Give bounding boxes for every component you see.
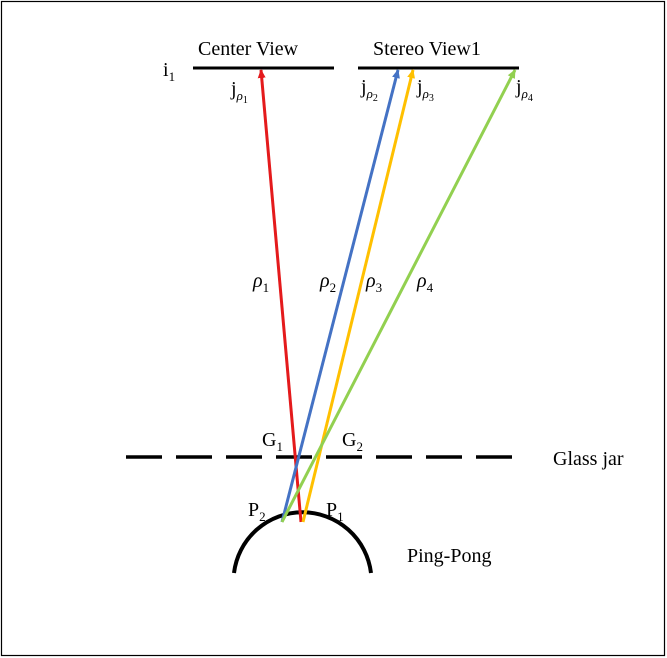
g2-label: G2 [342,429,363,454]
stereo-view-label: Stereo View1 [373,38,481,60]
glass-jar-label: Glass jar [553,448,624,470]
rho4-label: ρ4 [416,270,434,295]
center-view-label: Center View [198,38,299,60]
p1-label: P1 [326,499,344,524]
j-rho4-label: jρ4 [515,76,533,104]
j-rho3-label: jρ3 [416,76,434,104]
ray-rho1 [257,69,303,523]
rho3-label: ρ3 [365,270,382,295]
rho2-label: ρ2 [319,270,336,295]
ray-rho4 [280,69,517,523]
g1-label: G1 [262,429,283,454]
ray-rho2 [280,69,400,523]
rho1-label: ρ1 [252,270,269,295]
ping-pong-ball [232,510,373,574]
p2-label: P2 [248,499,266,524]
i1-label: i1 [163,59,175,84]
ray-rho3 [301,69,415,523]
ping-pong-label: Ping-Pong [407,545,491,567]
j-rho1-label: jρ1 [230,78,248,106]
j-rho2-label: jρ2 [360,76,378,104]
